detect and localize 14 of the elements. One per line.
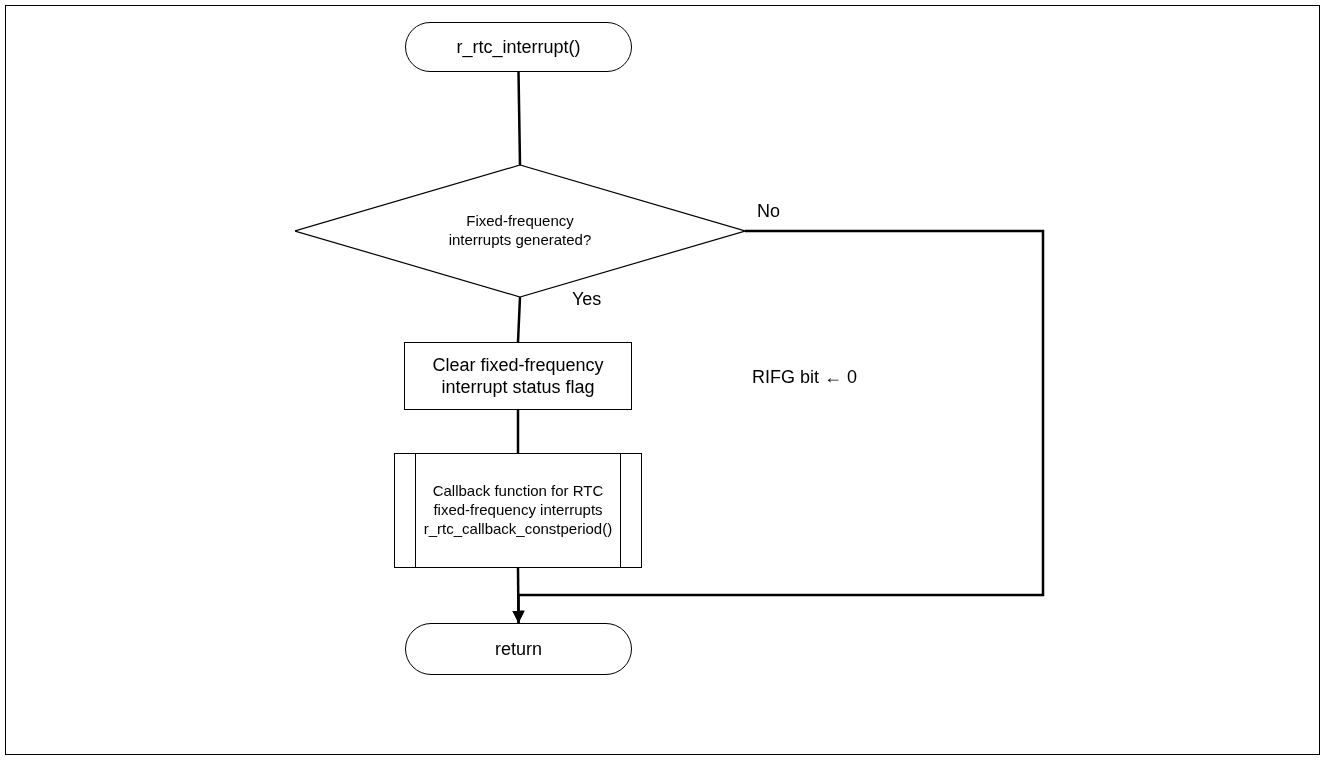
node-text: Callback function for RTC fixed-frequency interrupts r_rtc_callback_constperiod() — [422, 482, 614, 539]
edge-label: Yes — [570, 290, 604, 308]
process-box — [404, 342, 632, 410]
arrow — [512, 229, 1045, 623]
subroutine-box — [394, 453, 642, 568]
node-text: r_rtc_interrupt() — [455, 35, 582, 59]
connector-line — [516, 296, 522, 343]
node-text: return — [494, 637, 543, 661]
node-text: Clear fixed-frequency interrupt status flag — [431, 353, 605, 399]
connector-line — [516, 410, 520, 453]
connector-line — [517, 71, 522, 166]
node-text: Fixed-frequency interrupts generated? — [447, 212, 593, 250]
annotation-text: RIFG bit ← 0 — [752, 366, 858, 389]
edge-label: No — [755, 202, 782, 220]
